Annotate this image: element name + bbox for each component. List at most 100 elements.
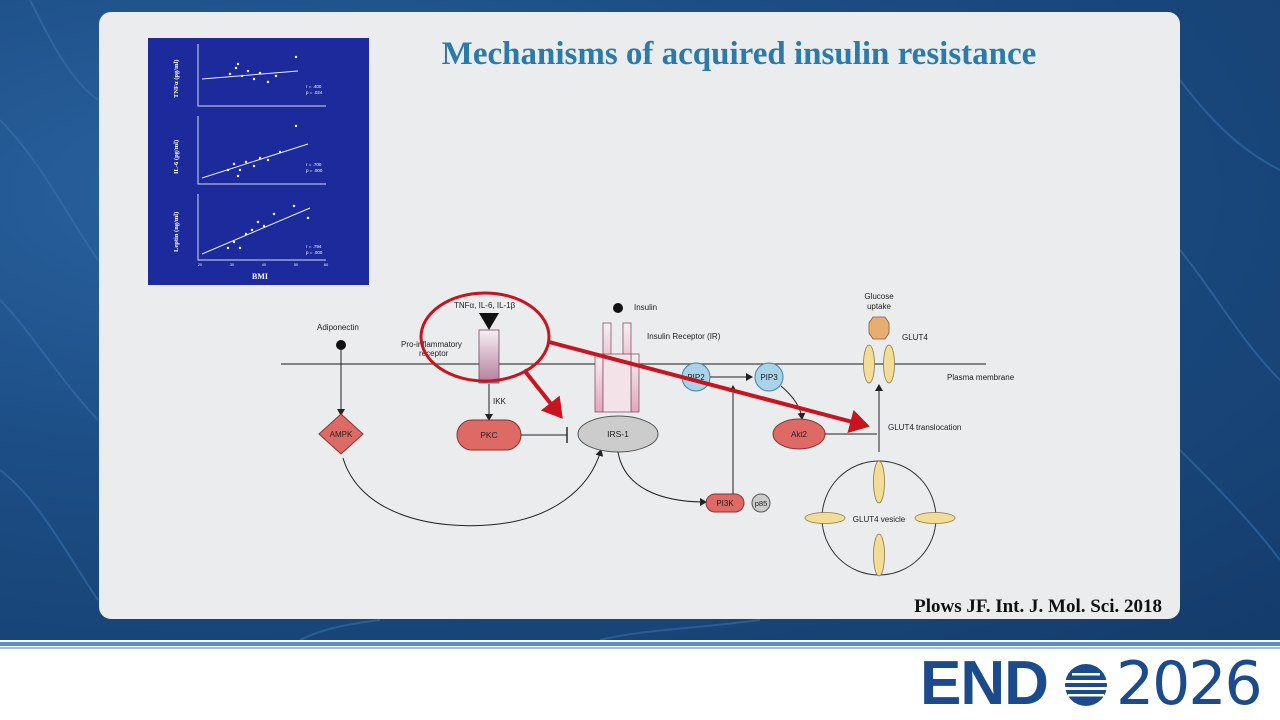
pro-inflammatory-label-1: Pro-inflammatory <box>401 340 462 349</box>
plot2-point <box>238 168 242 172</box>
glucose-label-2: uptake <box>867 302 892 311</box>
plot3-point <box>292 204 296 208</box>
footer-accent-line <box>0 642 1280 646</box>
plot2-point <box>294 124 298 128</box>
insulin-receptor-label: Insulin Receptor (IR) <box>647 332 721 341</box>
plot2-ylabel: IL-6 (pg/ml) <box>173 140 180 174</box>
glut4-translocation-label: GLUT4 translocation <box>888 423 961 432</box>
pro-inflammatory-receptor <box>478 329 500 384</box>
plots-xlabel: BMI <box>252 272 268 281</box>
plot1-axes <box>197 44 326 107</box>
pip3-to-akt2-arrow <box>780 385 806 420</box>
pro-inflammatory-label-2: receptor <box>419 349 449 358</box>
pkc-label: PKC <box>480 430 497 440</box>
plot1-point <box>246 69 250 73</box>
plot1-regression-line <box>201 70 299 80</box>
scatter-plots-panel: TNFα (pg/ml) IL-6 (pg/ml) Leptin (ng/ml)… <box>148 38 369 285</box>
plot2-point <box>252 164 256 168</box>
insulin-dot <box>613 303 623 313</box>
pip3-label: PIP3 <box>760 373 778 382</box>
plot1-point <box>258 71 262 75</box>
plot2-point <box>244 160 248 164</box>
pip2-label: PIP2 <box>687 373 705 382</box>
red-highlight-circle <box>419 291 551 383</box>
plot1-stat-p: p = .024 <box>306 90 323 95</box>
plot3-point <box>306 216 310 220</box>
plot3-stat-p: p = .000 <box>306 250 323 255</box>
plot2-point <box>258 156 262 160</box>
plot3-point <box>238 246 242 250</box>
p85-node <box>751 493 771 513</box>
plot3-regression-line <box>201 207 311 255</box>
insulin-receptor-left-bottom <box>594 353 604 413</box>
plot2-regression-line <box>201 143 309 179</box>
plot2-stat-p: p = .000 <box>306 168 323 173</box>
citation: Plows JF. Int. J. Mol. Sci. 2018 <box>914 596 1162 617</box>
background-texture <box>0 0 1280 640</box>
vesicle-glut4-right <box>914 512 956 524</box>
insulin-receptor-body <box>602 353 632 413</box>
cytokine-ligand-triangle <box>479 313 499 330</box>
adiponectin-dot <box>336 340 346 350</box>
plot1-point <box>228 72 232 76</box>
vesicle-glut4-top <box>873 460 885 504</box>
glut4-left <box>863 344 875 384</box>
x-tick: 50 <box>294 262 299 267</box>
plot3-point <box>244 232 248 236</box>
plot2-point <box>226 168 230 172</box>
ikk-label: IKK <box>493 397 507 406</box>
x-tick: 40 <box>262 262 267 267</box>
plot3-point <box>262 224 266 228</box>
plot1-point <box>234 66 238 70</box>
plot2-point <box>278 150 282 154</box>
akt2-label: Akt2 <box>791 430 808 439</box>
plot3-point <box>272 212 276 216</box>
insulin-label: Insulin <box>634 303 657 312</box>
red-arrow-to-glut4-translocation <box>548 340 870 434</box>
pi3k-node <box>705 493 745 513</box>
vesicle-glut4-left <box>804 512 846 524</box>
pip3-node <box>754 362 784 392</box>
pathway-diagram: Plasma membrane Adiponectin AMPK TNFα, I… <box>281 291 1015 577</box>
red-arrow-to-pkc-block <box>522 368 563 419</box>
irs1-to-pi3k-arrow <box>617 451 707 506</box>
plot3-point <box>232 240 236 244</box>
glut4-vesicle-label: GLUT4 vesicle <box>853 515 906 524</box>
plot1-stat-r: r = .400 <box>306 84 322 89</box>
slide-card: Mechanisms of acquired insulin resistanc… <box>99 12 1180 619</box>
plot3-axes <box>197 194 326 261</box>
plot1-point <box>240 74 244 78</box>
x-tick: 20 <box>198 262 203 267</box>
plot2-stat-r: r = .700 <box>306 162 322 167</box>
glut4-right <box>883 344 895 384</box>
logo-year-text: 2026 <box>1116 649 1263 719</box>
p85-label: p85 <box>755 499 768 508</box>
ampk-node <box>318 413 364 455</box>
plot2-point <box>266 158 270 162</box>
vesicle-glut4-bottom <box>873 533 885 577</box>
glucose-label-1: Glucose <box>864 292 894 301</box>
scatter-plots-svg: TNFα (pg/ml) IL-6 (pg/ml) Leptin (ng/ml)… <box>173 44 329 281</box>
ampk-to-irs1-arrow <box>342 449 604 527</box>
plot2-point <box>232 162 236 166</box>
adiponectin-label: Adiponectin <box>317 323 359 332</box>
x-tick: 60 <box>324 262 329 267</box>
slide-title: Mechanisms of acquired insulin resistanc… <box>441 36 1037 72</box>
cytokines-label: TNFα, IL-6, IL-1β <box>454 301 516 310</box>
plot1-point <box>252 77 256 81</box>
plot1-point <box>236 62 240 66</box>
plot2-axes <box>197 116 326 185</box>
plot3-stat-r: r = .794 <box>306 244 322 249</box>
x-tick: 30 <box>230 262 235 267</box>
plot1-point <box>266 80 270 84</box>
plasma-membrane-label: Plasma membrane <box>947 373 1015 382</box>
plot2-point <box>236 174 240 178</box>
plot3-point <box>256 220 260 224</box>
irs1-label: IRS-1 <box>607 429 629 439</box>
logo-globe-icon <box>1062 664 1110 706</box>
glut4-label: GLUT4 <box>902 333 928 342</box>
pi3k-label: PI3K <box>716 499 734 508</box>
ampk-label: AMPK <box>330 430 353 439</box>
logo-brand-text: END <box>920 649 1049 718</box>
plot3-ylabel: Leptin (ng/ml) <box>173 212 180 252</box>
